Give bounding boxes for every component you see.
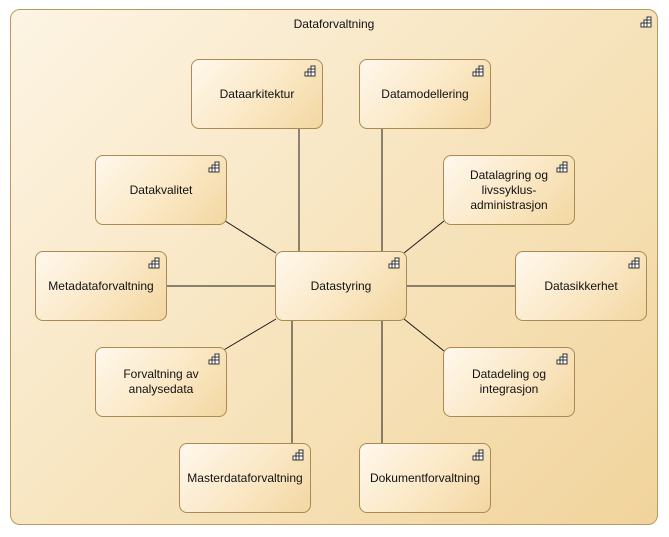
node-label: Datamodellering: [381, 86, 469, 101]
capability-icon: [472, 449, 484, 461]
node-label: Datalagring og livssyklus-administrasjon: [469, 167, 549, 212]
node-label: Masterdataforvaltning: [187, 470, 303, 485]
node-datakvalitet[interactable]: Datakvalitet: [95, 155, 227, 225]
connector-datalagring: [403, 220, 445, 254]
capability-icon: [148, 257, 160, 269]
node-dataarkitektur[interactable]: Dataarkitektur: [191, 59, 323, 129]
center-label: Datastyring: [310, 278, 372, 293]
node-label: Datadeling og integrasjon: [471, 367, 547, 396]
capability-icon: [292, 449, 304, 461]
node-datadeling-integrasjon[interactable]: Datadeling og integrasjon: [443, 347, 575, 417]
node-dokumentforvaltning[interactable]: Dokumentforvaltning: [359, 443, 491, 513]
capability-icon: [556, 353, 568, 365]
capability-icon: [628, 257, 640, 269]
node-forvaltning-analysedata[interactable]: Forvaltning av analysedata: [95, 347, 227, 417]
capability-icon: [640, 16, 652, 28]
node-label: Dokumentforvaltning: [369, 470, 481, 485]
node-metadataforvaltning[interactable]: Metadataforvaltning: [35, 251, 167, 321]
node-datasikkerhet[interactable]: Datasikkerhet: [515, 251, 647, 321]
connector-forvaltning-analysedata: [221, 318, 277, 352]
capability-icon: [556, 161, 568, 173]
capability-icon: [388, 257, 400, 269]
capability-icon: [208, 353, 220, 365]
node-label: Datasikkerhet: [544, 278, 618, 293]
node-label: Datakvalitet: [129, 182, 193, 197]
capability-icon: [304, 65, 316, 77]
connector-datadeling: [403, 318, 445, 352]
group-title: Dataforvaltning: [293, 17, 375, 31]
capability-icon: [208, 161, 220, 173]
node-label: Dataarkitektur: [219, 86, 295, 101]
node-datamodellering[interactable]: Datamodellering: [359, 59, 491, 129]
capability-icon: [472, 65, 484, 77]
node-datastyring[interactable]: Datastyring: [275, 251, 407, 321]
node-label: Metadataforvaltning: [48, 278, 154, 293]
node-datalagring-livssyklus[interactable]: Datalagring og livssyklus-administrasjon: [443, 155, 575, 225]
node-masterdataforvaltning[interactable]: Masterdataforvaltning: [179, 443, 311, 513]
connector-datakvalitet: [221, 218, 277, 254]
node-label: Forvaltning av analysedata: [123, 367, 199, 396]
